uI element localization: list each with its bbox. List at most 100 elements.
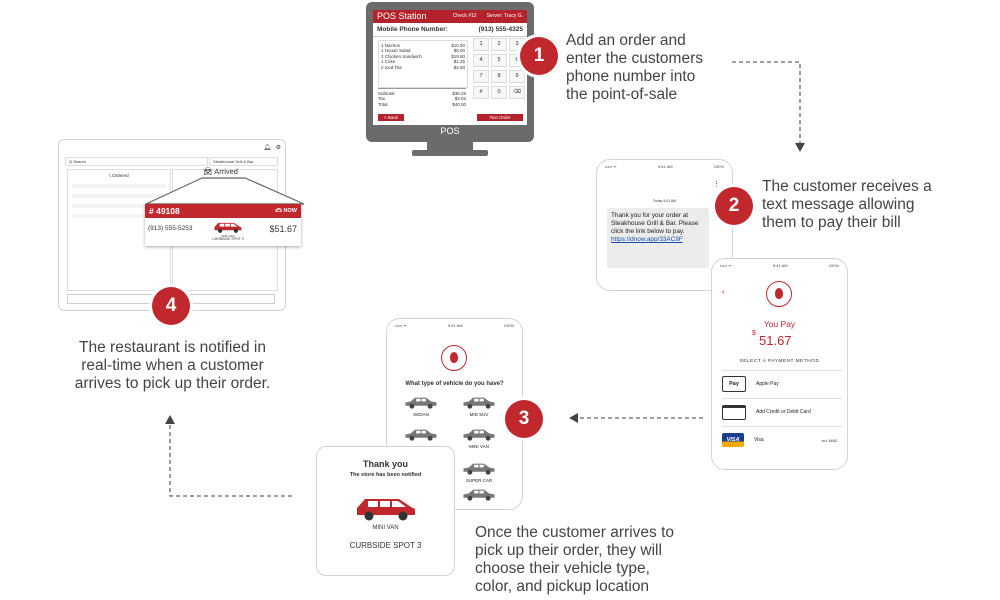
step-4-line: The restaurant is notified in bbox=[79, 339, 266, 356]
item-price: $2.50 bbox=[453, 64, 465, 70]
thanks-title: Thank you bbox=[362, 459, 408, 469]
item-price: $10.50 bbox=[451, 43, 465, 48]
back-button[interactable]: < Back bbox=[378, 114, 404, 121]
bell-icon[interactable]: 🔔︎ bbox=[263, 145, 271, 151]
text-order-button[interactable]: Text Order bbox=[477, 114, 523, 121]
step-1-line: Add an order and bbox=[566, 32, 686, 49]
payment-link[interactable]: https://dnow.app/33AC9F bbox=[611, 236, 683, 243]
keypad-key[interactable]: 5 bbox=[491, 54, 507, 67]
keypad-key[interactable]: 9 bbox=[509, 70, 525, 83]
keypad-key[interactable]: 1 bbox=[473, 38, 489, 51]
vehicle-option-label: MINI VAN bbox=[469, 444, 489, 449]
vehicle-option-label: SUPER CAR bbox=[465, 478, 493, 483]
keypad-key[interactable]: 2 bbox=[491, 38, 507, 51]
card-amount: $51.67 bbox=[269, 224, 297, 234]
step-3-caption: Once the customer arrives to pick up the… bbox=[475, 524, 674, 596]
subtotal-value: $38.25 bbox=[452, 91, 466, 96]
menu-icon[interactable]: ⋮ bbox=[713, 181, 720, 188]
flame-icon bbox=[450, 352, 458, 363]
credit-card-icon bbox=[722, 404, 746, 420]
arrow-step3-to-step4 bbox=[165, 415, 292, 497]
pos-phone-row: Mobile Phone Number: (913) 555-4325 bbox=[373, 23, 527, 37]
arrival-notification-card[interactable]: # 49108 🚗︎ NOW (913) 555-5253 MINI VAN C… bbox=[145, 204, 301, 246]
keypad-key[interactable]: ⌫ bbox=[509, 86, 525, 99]
ordered-heading: 📞︎ Ordered bbox=[109, 173, 129, 178]
vehicle-option-car-icon[interactable] bbox=[457, 487, 501, 507]
flame-icon bbox=[775, 288, 783, 299]
pos-monitor: POS Station Check #12 Server: Tracy G. M… bbox=[366, 2, 534, 142]
step-2-badge: 2 bbox=[715, 187, 753, 225]
venue-select[interactable]: Steakhouse Grill & Bar bbox=[209, 157, 278, 166]
settings-icon[interactable]: ⚙ bbox=[275, 145, 281, 151]
pos-order-item: 2 Iced Tea$2.50 bbox=[381, 65, 465, 70]
visa-option[interactable]: VISA Visa •••• 1492 bbox=[722, 430, 837, 450]
pos-phone-value[interactable]: (913) 555-4325 bbox=[478, 26, 523, 33]
step-3-line: Once the customer arrives to bbox=[475, 524, 674, 541]
visa-icon: VISA bbox=[722, 433, 744, 447]
step-3-line: choose their vehicle type, bbox=[475, 560, 650, 577]
step-2-line: text message allowing bbox=[762, 196, 915, 213]
keypad-key[interactable]: 0 bbox=[491, 86, 507, 99]
item-price: $19.50 bbox=[451, 53, 465, 59]
monitor-stand-base bbox=[412, 150, 488, 156]
step-4-caption: The restaurant is notified in real-time … bbox=[60, 339, 285, 393]
pos-order-item: 2 Chicken Sandwich $19.50 bbox=[381, 54, 465, 59]
pos-check-number: Check #12 bbox=[452, 13, 477, 19]
vehicle-option-label: SEDAN bbox=[413, 412, 429, 417]
vehicle-option-label: MID SUV bbox=[469, 412, 489, 417]
step-1-line: phone number into bbox=[566, 68, 696, 85]
total-value: $40.00 bbox=[452, 101, 466, 107]
keypad-key[interactable]: 4 bbox=[473, 54, 489, 67]
step-3-badge: 3 bbox=[505, 400, 543, 438]
battery-icon: 100% bbox=[828, 263, 839, 268]
card-vehicle: MINI VAN bbox=[221, 234, 235, 238]
pos-title: POS Station bbox=[377, 11, 427, 21]
keypad-key[interactable]: 8 bbox=[491, 70, 507, 83]
thanks-spot: CURBSIDE SPOT 3 bbox=[349, 541, 422, 550]
step-1-line: the point-of-sale bbox=[566, 86, 678, 103]
sms-line: Thank you for your order at bbox=[611, 212, 689, 219]
visa-label: Visa bbox=[754, 437, 764, 443]
currency-symbol: $ bbox=[752, 330, 756, 337]
vehicle-option-car-icon[interactable] bbox=[399, 427, 443, 447]
sms-phone: ••••• ᯤ 9:41 AM 100% ⋮ Today 9:41 AM Tha… bbox=[596, 159, 733, 291]
subtotal-label: Subtotal bbox=[378, 91, 395, 96]
monitor-stand bbox=[427, 142, 473, 152]
back-chevron-icon[interactable]: ‹ bbox=[722, 287, 725, 296]
visa-last4: •••• 1492 bbox=[821, 437, 837, 443]
pos-totals: Subtotal$38.25 Tax$3.02 Total$40.00 bbox=[378, 88, 466, 107]
pos-server: Server: Tracy G. bbox=[486, 13, 523, 19]
vehicle-option-car-icon[interactable] bbox=[457, 395, 501, 415]
add-card-option[interactable]: Add Credit or Debit Card bbox=[722, 402, 811, 422]
vehicle-option-car-icon[interactable] bbox=[399, 395, 443, 415]
step-2-line: them to pay their bill bbox=[762, 214, 901, 231]
vehicle-option-car-icon[interactable] bbox=[457, 461, 501, 481]
restaurant-logo bbox=[766, 281, 792, 307]
item-name: 1 Nachos bbox=[381, 43, 401, 48]
pos-order-item: 1 Nachos $10.50 bbox=[381, 43, 465, 48]
sms-line: click the link below to pay. bbox=[611, 228, 685, 235]
keypad-key[interactable]: # bbox=[473, 86, 489, 99]
tablet-search-input[interactable]: Q Search bbox=[65, 157, 208, 166]
sms-line: Steakhouse Grill & Bar. Please bbox=[611, 220, 699, 227]
restaurant-logo bbox=[441, 345, 467, 371]
add-card-label: Add Credit or Debit Card bbox=[756, 409, 811, 415]
signal-icon: ••••• ᯤ bbox=[395, 323, 407, 328]
payment-phone: ••••• ᯤ 9:41 AM 100% ‹ You Pay $ 51.67 S… bbox=[711, 258, 848, 470]
you-pay-label: You Pay bbox=[763, 319, 796, 329]
item-name: 1 House Salad bbox=[381, 48, 411, 54]
signal-icon: ••••• ᯤ bbox=[720, 263, 732, 268]
customer-phone: (913) 555-5253 bbox=[148, 225, 193, 232]
pos-order-item: 1 Coke$1.25 bbox=[381, 59, 465, 64]
battery-icon: 100% bbox=[713, 164, 724, 169]
item-name: 2 Chicken Sandwich bbox=[381, 53, 422, 59]
step-1-badge: 1 bbox=[520, 37, 558, 75]
clock: 9:41 AM bbox=[447, 323, 463, 328]
keypad-key[interactable]: 7 bbox=[473, 70, 489, 83]
apple-pay-option[interactable]: Pay Apple Pay bbox=[722, 374, 779, 394]
vehicle-option-car-icon[interactable] bbox=[457, 427, 501, 447]
thank-you-screen: Thank you The store has been notified MI… bbox=[316, 446, 455, 576]
thanks-subtitle: The store has been notified bbox=[349, 472, 422, 478]
